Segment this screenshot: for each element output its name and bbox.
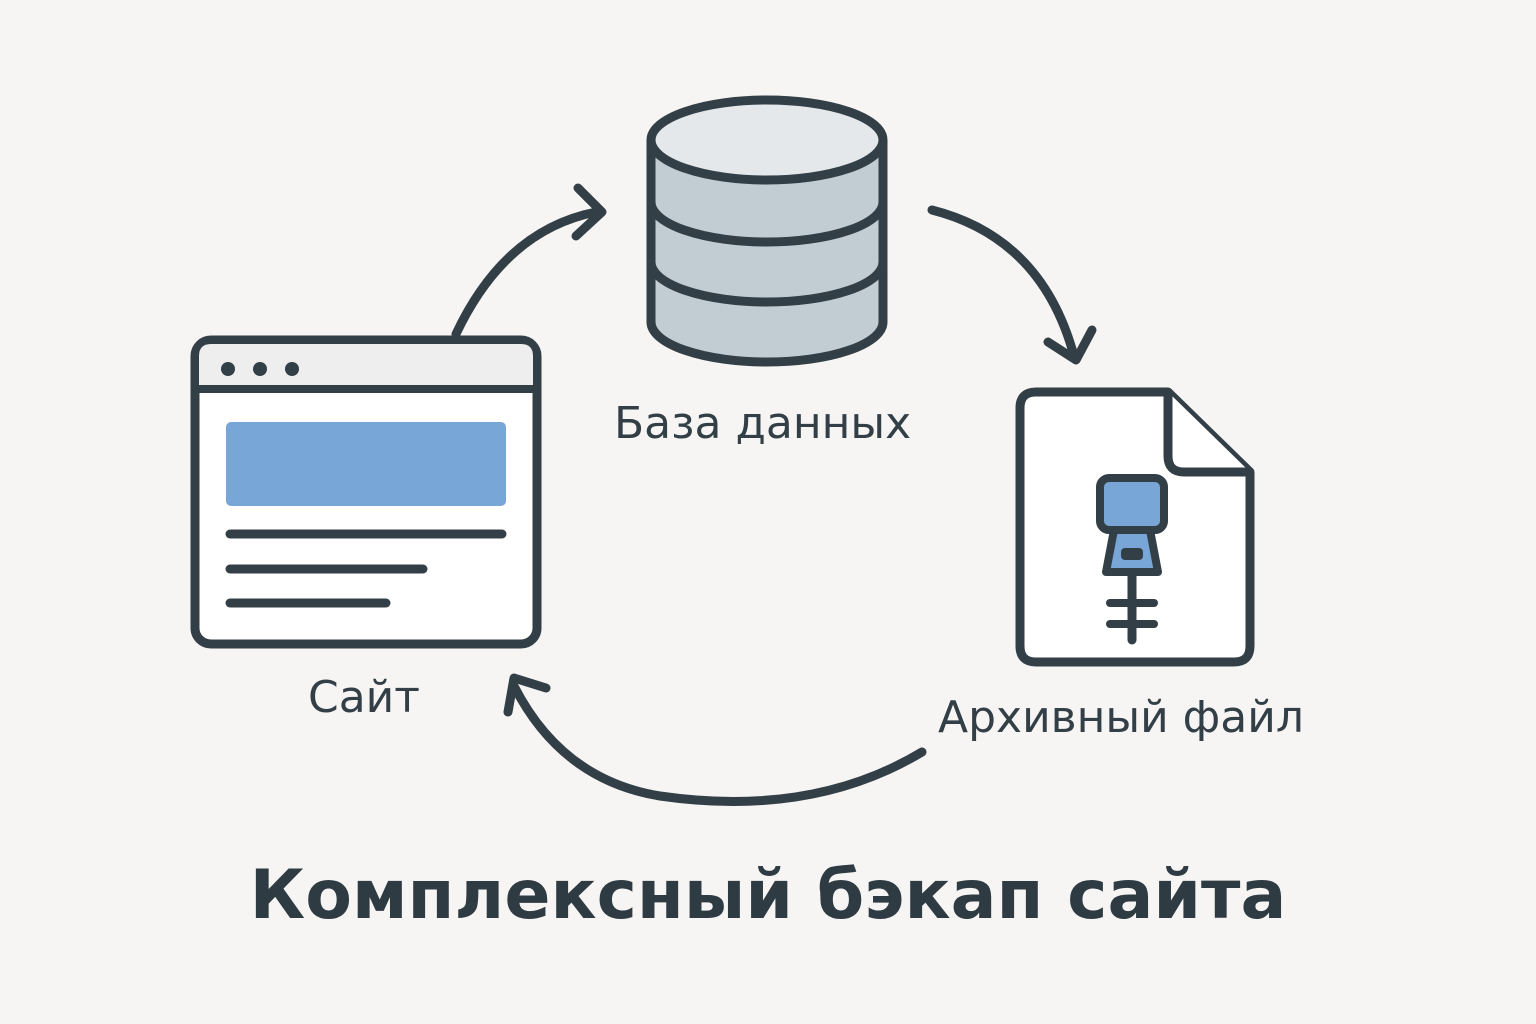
browser-window-icon <box>190 335 542 649</box>
zip-file-icon <box>1015 387 1255 667</box>
arrow-database-to-archive <box>927 205 1097 365</box>
database-label: База данных <box>614 398 912 449</box>
arrow-archive-to-site <box>503 673 927 806</box>
archive-file-label: Архивный файл <box>938 692 1304 743</box>
site-label: Сайт <box>308 672 420 723</box>
database-icon <box>646 95 888 367</box>
arrow-site-to-database <box>451 183 607 339</box>
diagram-title: Комплексный бэкап сайта <box>249 856 1287 935</box>
